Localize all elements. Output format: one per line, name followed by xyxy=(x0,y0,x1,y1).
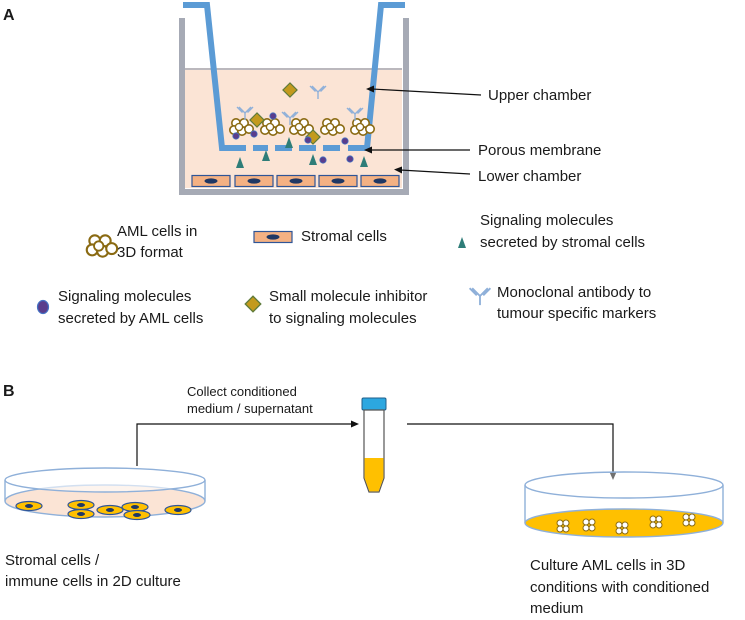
stromal-culture-line1: Stromal cells / xyxy=(5,552,100,569)
legend-inhibitor-line2: to signaling molecules xyxy=(269,310,417,327)
transwell-insert xyxy=(183,1,405,151)
upper-chamber-label: Upper chamber xyxy=(488,87,592,104)
legend-sig-stromal-line1: Signaling molecules xyxy=(480,212,614,229)
callout-lines xyxy=(364,85,482,175)
well-wall xyxy=(179,18,409,195)
collect-line1: Collect conditioned xyxy=(187,384,297,399)
aml-culture-line3: medium xyxy=(530,600,584,617)
legend-triangle-icon xyxy=(458,237,466,248)
legend-antibody-icon xyxy=(468,287,492,307)
collect-line2: medium / supernatant xyxy=(187,401,313,416)
legend-diamond-icon xyxy=(244,295,262,313)
stromal-cells-row xyxy=(191,174,400,188)
legend-aml-line1: AML cells in xyxy=(117,223,198,240)
petri-dish-left xyxy=(4,467,206,521)
legend-stromal-icon xyxy=(253,230,293,244)
legend-antibody-line2: tumour specific markers xyxy=(497,305,657,322)
arrow-to-tube xyxy=(136,420,359,466)
petri-dish-right xyxy=(524,471,724,538)
legend-sig-stromal-line2: secreted by stromal cells xyxy=(480,234,646,251)
aml-culture-line1: Culture AML cells in 3D xyxy=(530,557,686,574)
legend-aml-cell-icon xyxy=(85,234,119,258)
porous-membrane-label: Porous membrane xyxy=(478,142,602,159)
panel-label-a: A xyxy=(3,7,15,24)
legend-dot-icon xyxy=(36,299,50,315)
panel-label-b: B xyxy=(3,383,15,400)
legend-stromal-label: Stromal cells xyxy=(301,228,387,245)
conical-tube xyxy=(361,397,387,493)
arrow-to-dish xyxy=(407,423,617,480)
stromal-culture-line2: immune cells in 2D culture xyxy=(5,573,181,590)
aml-culture-line2: conditions with conditioned xyxy=(530,579,710,596)
lower-chamber-label: Lower chamber xyxy=(478,168,582,185)
legend-sig-aml-line1: Signaling molecules xyxy=(58,288,192,305)
legend-inhibitor-line1: Small molecule inhibitor xyxy=(269,288,428,305)
legend-sig-aml-line2: secreted by AML cells xyxy=(58,310,204,327)
legend-aml-line2: 3D format xyxy=(117,244,183,261)
legend-antibody-line1: Monoclonal antibody to xyxy=(497,284,652,301)
